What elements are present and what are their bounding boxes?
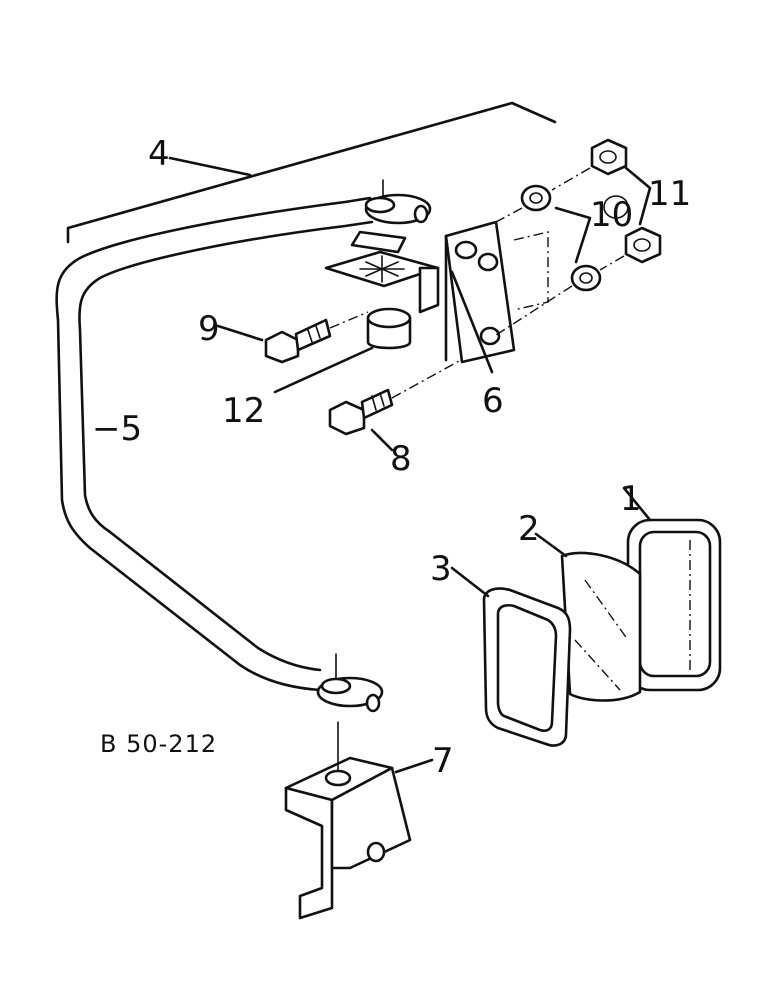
callout-labels: 1 2 3 4 −5 6 7 8 9 10 11 12 [92, 134, 691, 781]
callout-11: 11 [648, 174, 691, 214]
part-1-mirror-housing [622, 486, 722, 692]
part-2-mirror-glass [534, 532, 642, 702]
callout-4: 4 [148, 134, 170, 174]
callout-1: 1 [620, 479, 642, 519]
callout-10: 10 [590, 195, 633, 235]
callout-5-number: 5 [121, 409, 143, 449]
part-9-bolt [216, 311, 369, 364]
callout-8: 8 [390, 439, 412, 479]
callout-6: 6 [482, 381, 504, 421]
part-10-washers [495, 184, 602, 336]
assembly-bracket-4 [66, 101, 557, 244]
callout-2: 2 [518, 509, 540, 549]
part-5-mirror-rod [55, 179, 432, 713]
part-11-nuts [551, 138, 662, 271]
part-12-spacer [273, 307, 412, 394]
callout-12: 12 [222, 391, 265, 431]
callout-9: 9 [198, 309, 220, 349]
callout-5: −5 [92, 409, 142, 449]
star-washer [324, 230, 440, 314]
part-3-bezel [450, 566, 572, 747]
callout-7: 7 [432, 741, 454, 781]
part-7-bracket [284, 721, 434, 920]
part-8-bolt [328, 354, 471, 452]
drawing-code: B 50-212 [100, 730, 217, 758]
part-6-mounting-plate [444, 220, 549, 374]
callout-3: 3 [430, 549, 452, 589]
